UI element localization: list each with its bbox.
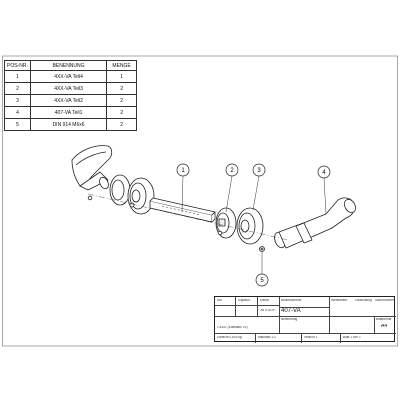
cell-pos: 5 — [4, 118, 31, 131]
sheet-frame — [2, 55, 398, 347]
table-row: 4 407-VA Teil1 2 — [4, 106, 137, 119]
label-datum: Datum — [260, 299, 270, 302]
sheet-number: Blatt 1 von 1 — [343, 336, 361, 339]
material: 1.4301 (Edelstahl V2) — [217, 326, 248, 329]
cell-name: 4XX-VA Teil3 — [29, 82, 108, 95]
left-lever-handle — [71, 145, 113, 201]
cell-pos: 1 — [4, 70, 31, 83]
table-row: 1 4XX-VA Teil4 1 — [4, 70, 137, 83]
title-block: Abt Signatur Datum Jul 9 2019 Artikelnum… — [214, 296, 396, 343]
cell-pos: 4 — [4, 106, 31, 119]
cell-qty: 2 — [106, 82, 137, 95]
table-row: 3 4XX-VA Teil2 2 — [4, 94, 137, 107]
table-row: 2 4XX-VA Teil3 2 — [4, 82, 137, 95]
right-lever-handle-part-4 — [274, 197, 356, 249]
drawing-date: Jul 9 2019 — [260, 309, 275, 312]
label-werkstoffnr: Werkstoffnr. — [331, 299, 348, 302]
grub-screw-part-5 — [259, 246, 265, 252]
label-sachnummer: Sachnummer — [375, 299, 394, 302]
balloon-1: 1 — [176, 163, 190, 177]
cell-qty: 2 — [106, 118, 137, 131]
article-number: 407-VA — [281, 308, 301, 314]
header-benennung: BENENNUNG — [29, 60, 108, 71]
label-artikelnummer: Artikelnummer — [281, 299, 302, 302]
center-axis — [87, 193, 289, 241]
parts-list-header-row: POS-NR. BENENNUNG MENGE — [4, 60, 137, 71]
sheet-format: A4 — [381, 324, 388, 329]
rosette-part-2 — [215, 207, 237, 239]
cell-name: 4XX-VA Teil4 — [29, 70, 108, 83]
header-menge: MENGE — [106, 60, 137, 71]
balloon-4: 4 — [317, 165, 331, 179]
label-signatur: Signatur — [238, 299, 250, 302]
label-gewichtung: Gewichtung — [355, 299, 372, 302]
label-blattformat: Blattformat — [376, 318, 392, 321]
balloon-2: 2 — [225, 163, 239, 177]
cell-qty: 1 — [106, 70, 137, 83]
scale: Maßstab 1:2 — [258, 336, 276, 339]
left-grub-screw — [87, 195, 93, 201]
leader-4 — [323, 177, 327, 215]
leader-2 — [225, 175, 233, 213]
left-rosette — [109, 174, 155, 215]
square-spindle — [149, 197, 216, 223]
cell-name: 4XX-VA Teil2 — [29, 94, 108, 107]
leader-3 — [252, 175, 260, 211]
leader-1 — [181, 175, 184, 213]
balloon-3: 3 — [252, 163, 266, 177]
weight: Gewicht 0,603 kg — [217, 336, 242, 339]
balloon-5: 5 — [255, 273, 269, 287]
cell-pos: 2 — [4, 82, 31, 95]
label-benennung: Benennung — [281, 318, 298, 321]
label-abt: Abt — [217, 299, 222, 302]
svg-text:1: 1 — [181, 168, 185, 174]
rosette-cover-part-3 — [236, 207, 264, 245]
cell-name: DIN 914 M6x6 — [29, 118, 108, 131]
table-row: 5 DIN 914 M6x6 2 — [4, 118, 137, 131]
parts-list-table: POS-NR. BENENNUNG MENGE 1 4XX-VA Teil4 1… — [4, 60, 137, 131]
cell-qty: 2 — [106, 106, 137, 119]
svg-text:4: 4 — [322, 170, 326, 176]
svg-text:3: 3 — [257, 168, 261, 174]
cell-pos: 3 — [4, 94, 31, 107]
header-pos-nr: POS-NR. — [4, 60, 31, 71]
cell-name: 407-VA Teil1 — [29, 106, 108, 119]
svg-text:2: 2 — [230, 168, 234, 174]
svg-text:5: 5 — [260, 278, 264, 284]
version: Version 1 — [304, 336, 318, 339]
cell-qty: 2 — [106, 94, 137, 107]
